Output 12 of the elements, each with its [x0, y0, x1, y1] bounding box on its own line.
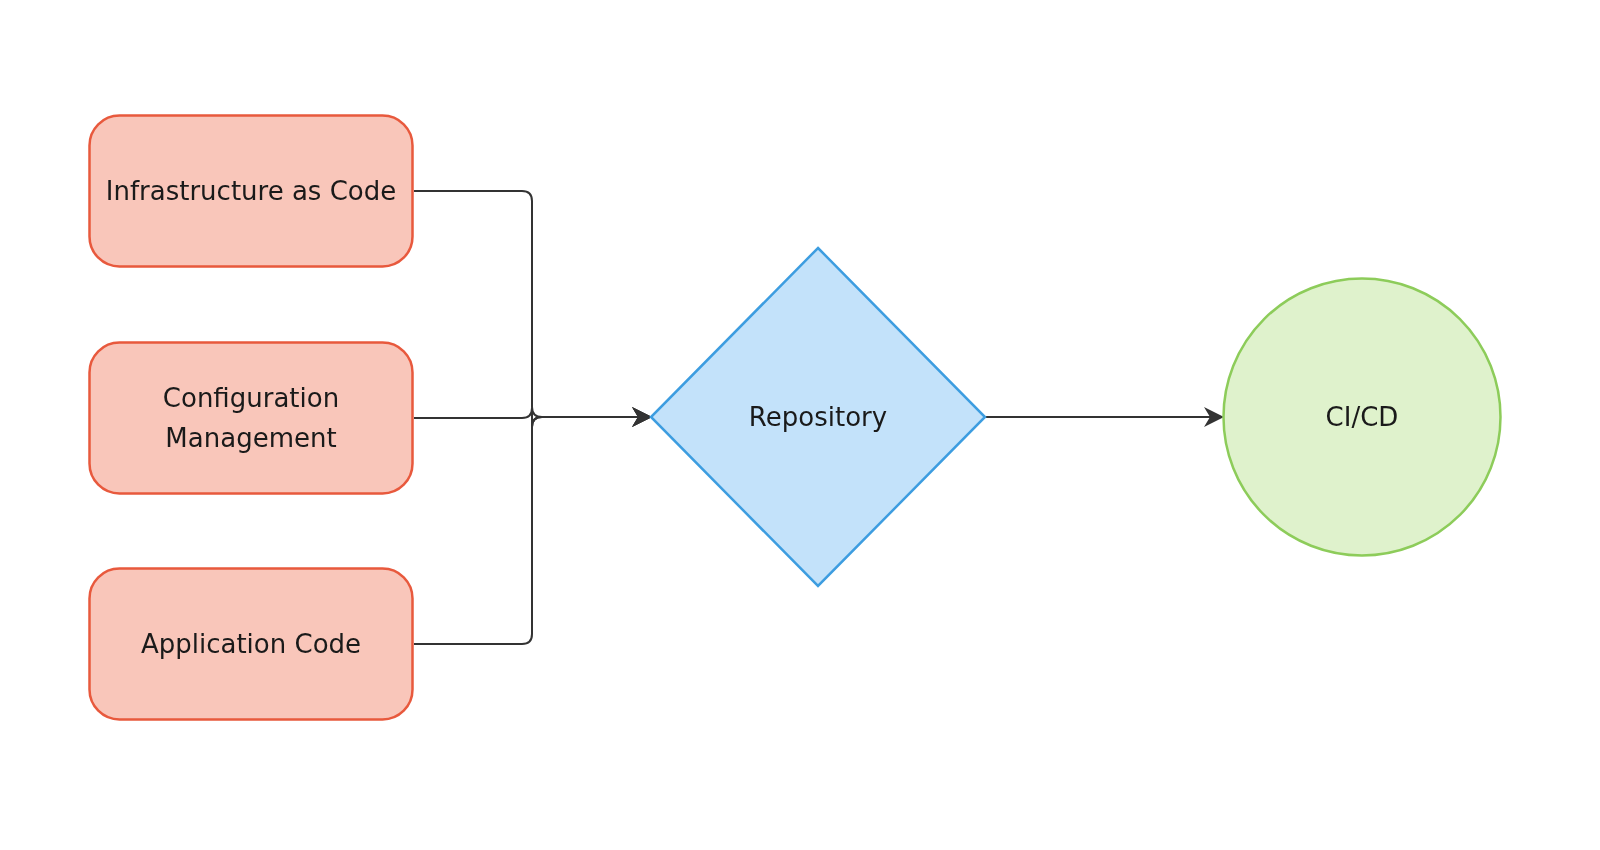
arrow	[985, 407, 1224, 427]
process-box	[88, 567, 414, 721]
node-label: Configuration Management	[161, 381, 341, 455]
arrow	[413, 407, 652, 645]
node-label: Application Code	[140, 627, 362, 661]
decision-diamond	[650, 247, 986, 587]
node-label: Infrastructure as Code	[105, 174, 397, 208]
node-label: CI/CD	[1325, 400, 1399, 434]
process-box	[88, 341, 414, 495]
process-box	[88, 114, 414, 268]
circle-node	[1222, 277, 1502, 557]
node-label: Repository	[748, 400, 888, 434]
